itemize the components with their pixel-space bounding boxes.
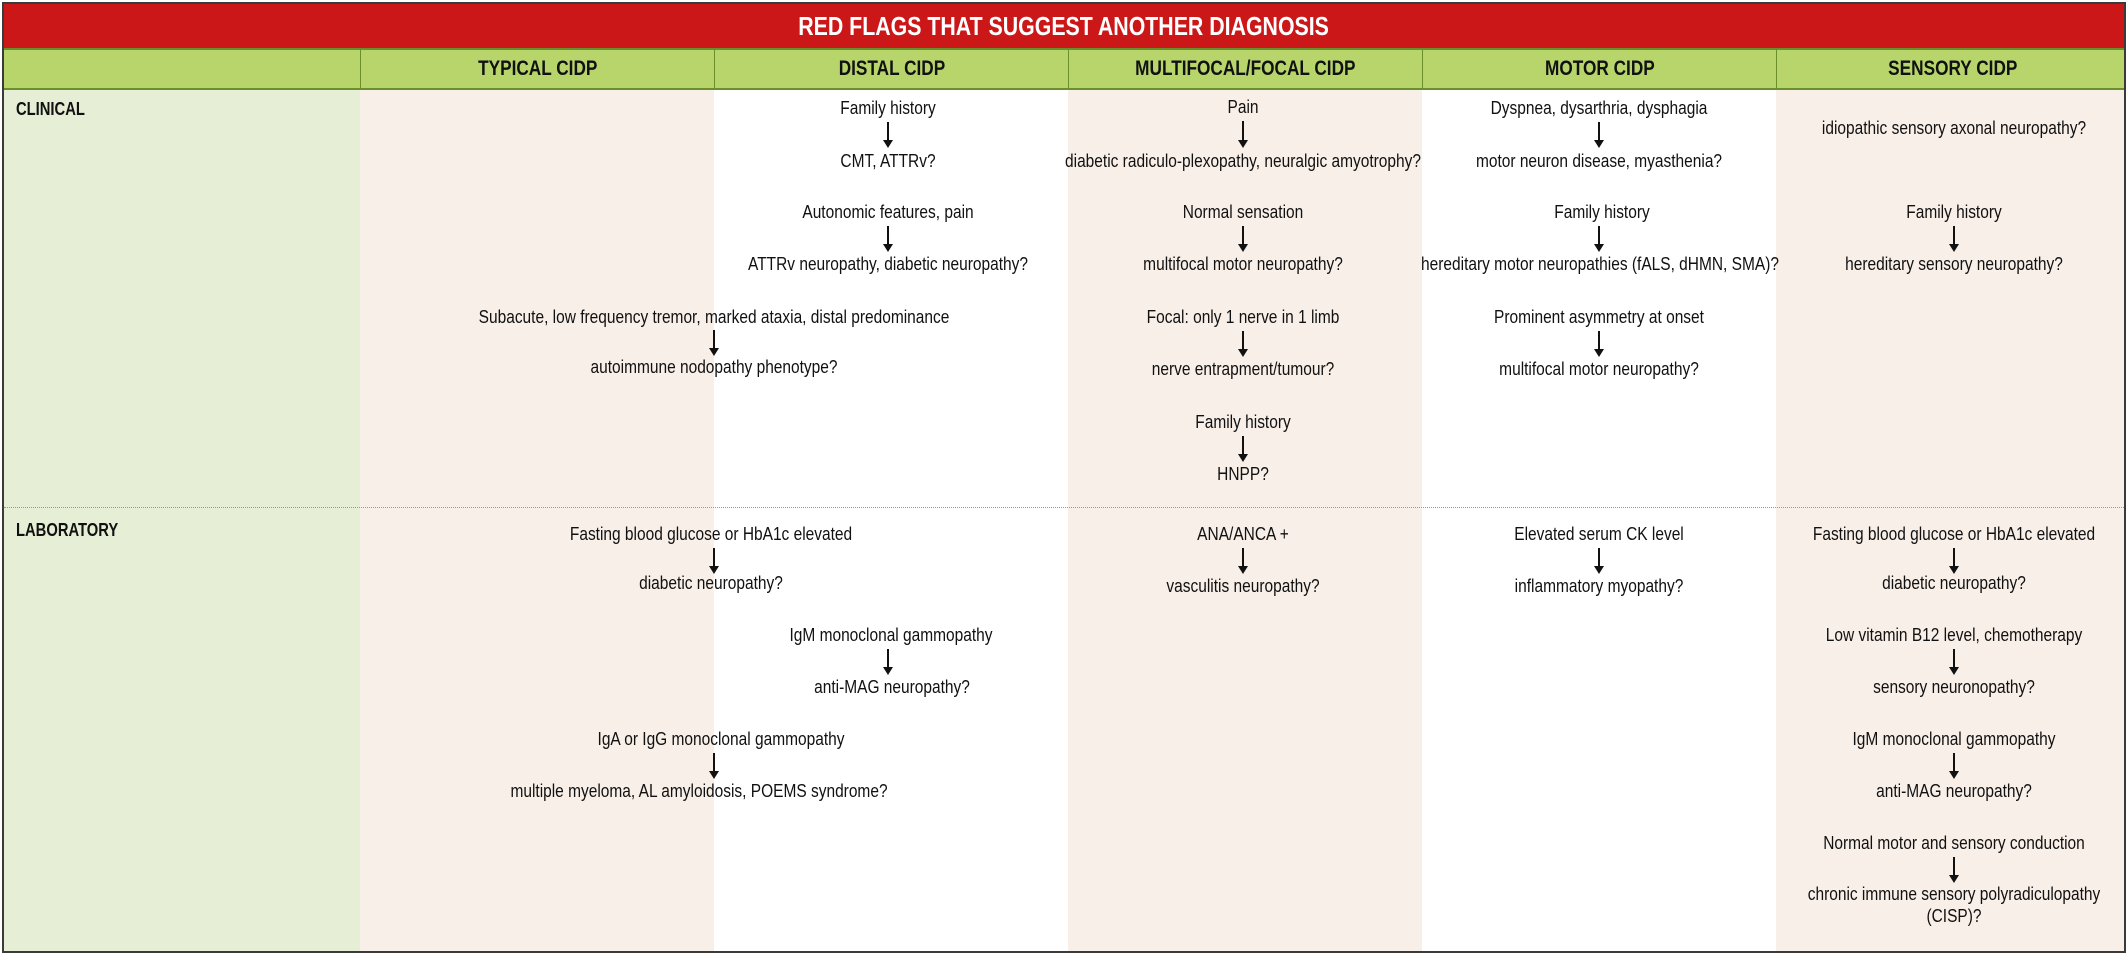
arrow-down-icon: [1594, 331, 1604, 357]
clinical-typical-distal-cause-1: Subacute, low frequency tremor, marked a…: [478, 307, 950, 327]
clinical-motor-cause-3: Prominent asymmetry at onset: [1494, 307, 1704, 327]
arrow-down-icon: [1949, 753, 1959, 779]
lab-typical-distal-cause-1: Fasting blood glucose or HbA1c elevated: [569, 524, 853, 544]
clinical-sensory-cause-1: Family history: [1906, 202, 2002, 222]
clinical-multifocal-cause-2: Normal sensation: [1182, 202, 1304, 222]
lab-sensory-cause-3: IgM monoclonal gammopathy: [1852, 729, 2056, 749]
lab-sensory-suggests-4-cont: (CISP)?: [1926, 906, 1982, 926]
arrow-down-icon: [1594, 226, 1604, 252]
lab-sensory-suggests-2: sensory neuronopathy?: [1873, 677, 2035, 697]
arrow-down-icon: [709, 753, 719, 779]
sensory-cidp-column-bg: [1776, 90, 2124, 951]
arrow-down-icon: [1238, 121, 1248, 148]
arrow-down-icon: [1238, 548, 1248, 574]
clinical-distal-suggests-1: CMT, ATTRv?: [840, 151, 936, 171]
lab-distal-suggests-1: anti-MAG neuropathy?: [814, 677, 970, 697]
header-multifocal-cidp: MULTIFOCAL/FOCAL CIDP: [1068, 50, 1422, 88]
lab-motor-suggests-1: inflammatory myopathy?: [1514, 576, 1684, 596]
clinical-multifocal-suggests-3: nerve entrapment/tumour?: [1151, 359, 1335, 379]
arrow-down-icon: [1238, 436, 1248, 462]
lab-typical-distal-suggests-2: multiple myeloma, AL amyloidosis, POEMS …: [510, 781, 888, 801]
clinical-sensory-suggests-1: hereditary sensory neuropathy?: [1845, 254, 2063, 274]
row-label-laboratory: LABORATORY: [16, 520, 119, 540]
clinical-motor-suggests-3: multifocal motor neuropathy?: [1499, 359, 1699, 379]
lab-sensory-suggests-3: anti-MAG neuropathy?: [1876, 781, 2032, 801]
row-divider: [4, 507, 2124, 508]
lab-typical-distal-cause-2: IgA or IgG monoclonal gammopathy: [597, 729, 845, 749]
arrow-down-icon: [1238, 226, 1248, 252]
header-typical-cidp: TYPICAL CIDP: [360, 50, 714, 88]
clinical-motor-suggests-1: motor neuron disease, myasthenia?: [1475, 151, 1723, 171]
clinical-distal-cause-1: Family history: [840, 98, 936, 118]
row-label-column-bg: [4, 90, 360, 951]
lab-motor-cause-1: Elevated serum CK level: [1514, 524, 1684, 544]
distal-cidp-column-bg: [714, 90, 1068, 951]
header-sensory-cidp: SENSORY CIDP: [1776, 50, 2124, 88]
typical-cidp-column-bg: [360, 90, 714, 951]
clinical-multifocal-suggests-4: HNPP?: [1217, 464, 1269, 484]
lab-sensory-cause-2: Low vitamin B12 level, chemotherapy: [1825, 625, 2083, 645]
arrow-down-icon: [883, 649, 893, 675]
arrow-down-icon: [883, 226, 893, 252]
clinical-multifocal-suggests-1: diabetic radiculo-plexopathy, neuralgic …: [1065, 151, 1421, 171]
clinical-distal-cause-2: Autonomic features, pain: [802, 202, 974, 222]
lab-sensory-cause-4: Normal motor and sensory conduction: [1823, 833, 2085, 853]
clinical-multifocal-cause-4: Family history: [1195, 412, 1291, 432]
clinical-sensory-single: idiopathic sensory axonal neuropathy?: [1821, 118, 2087, 138]
arrow-down-icon: [709, 548, 719, 574]
row-label-clinical: CLINICAL: [16, 99, 85, 119]
lab-sensory-cause-1: Fasting blood glucose or HbA1c elevated: [1812, 524, 2096, 544]
header-motor-cidp: MOTOR CIDP: [1422, 50, 1776, 88]
lab-distal-cause-1: IgM monoclonal gammopathy: [789, 625, 993, 645]
arrow-down-icon: [1949, 857, 1959, 883]
arrow-down-icon: [1238, 331, 1248, 357]
clinical-multifocal-suggests-2: multifocal motor neuropathy?: [1143, 254, 1343, 274]
clinical-distal-suggests-2: ATTRv neuropathy, diabetic neuropathy?: [748, 254, 1028, 274]
header-distal-cidp: DISTAL CIDP: [714, 50, 1068, 88]
arrow-down-icon: [1949, 226, 1959, 252]
arrow-down-icon: [1594, 548, 1604, 574]
lab-sensory-suggests-1: diabetic neuropathy?: [1882, 573, 2026, 593]
multifocal-cidp-column-bg: [1068, 90, 1422, 951]
arrow-down-icon: [709, 330, 719, 356]
column-header-row: TYPICAL CIDP DISTAL CIDP MULTIFOCAL/FOCA…: [4, 48, 2124, 90]
clinical-motor-suggests-2: hereditary motor neuropathies (fALS, dHM…: [1421, 254, 1779, 274]
lab-multifocal-suggests-1: vasculitis neuropathy?: [1166, 576, 1320, 596]
lab-typical-distal-suggests-1: diabetic neuropathy?: [639, 573, 783, 593]
arrow-down-icon: [1949, 548, 1959, 574]
header-empty-cell: [4, 50, 360, 88]
clinical-multifocal-cause-3: Focal: only 1 nerve in 1 limb: [1146, 307, 1340, 327]
lab-multifocal-cause-1: ANA/ANCA +: [1197, 524, 1289, 544]
clinical-motor-cause-2: Family history: [1554, 202, 1650, 222]
table-title: RED FLAGS THAT SUGGEST ANOTHER DIAGNOSIS: [4, 4, 2124, 48]
arrow-down-icon: [1949, 649, 1959, 675]
arrow-down-icon: [883, 122, 893, 148]
lab-sensory-suggests-4: chronic immune sensory polyradiculopathy: [1807, 884, 2101, 904]
clinical-multifocal-cause-1: Pain: [1227, 97, 1259, 117]
clinical-motor-cause-1: Dyspnea, dysarthria, dysphagia: [1490, 98, 1708, 118]
arrow-down-icon: [1594, 122, 1604, 148]
clinical-typical-distal-suggests-1: autoimmune nodopathy phenotype?: [590, 357, 838, 377]
